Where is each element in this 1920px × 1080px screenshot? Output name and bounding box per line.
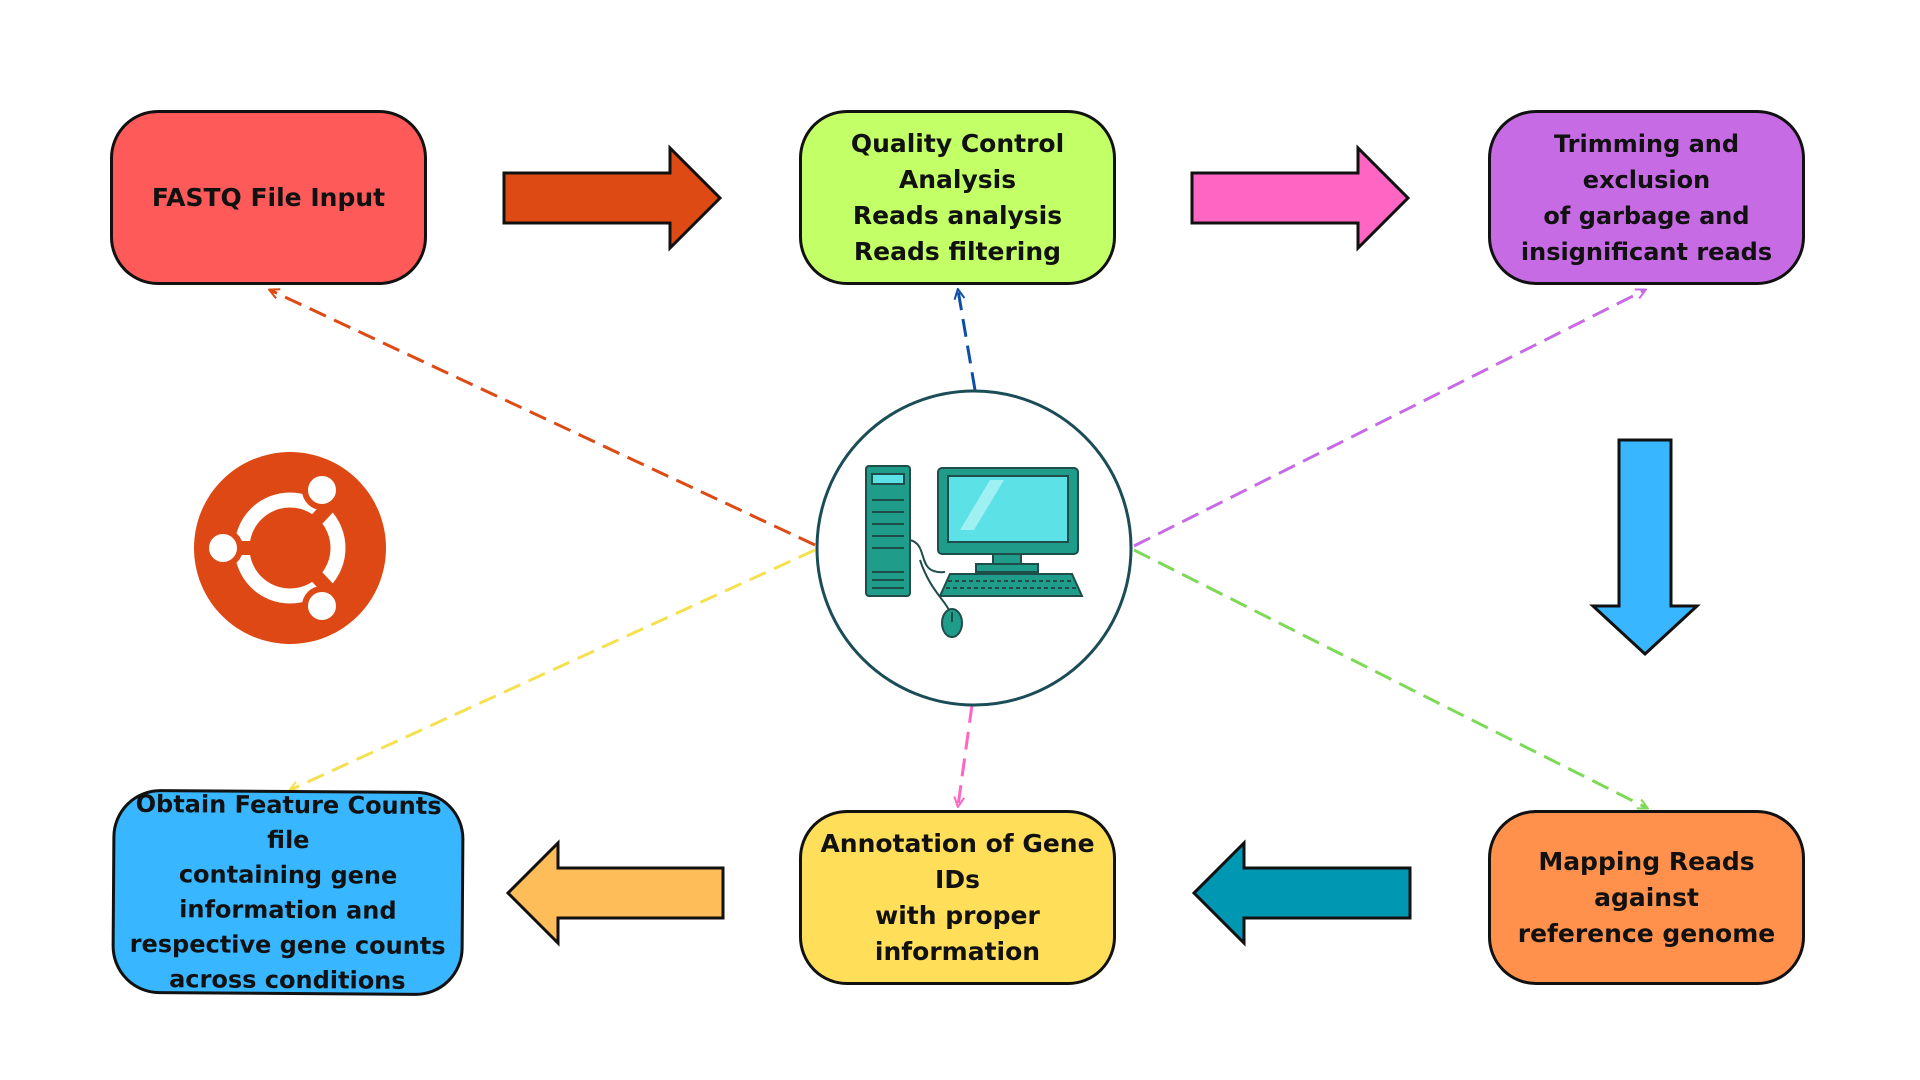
node-annot-label: Annotation of Gene IDs with proper infor…	[820, 828, 1095, 966]
flow-arrow-fastq-to-qc	[502, 144, 723, 252]
node-map-label: Mapping Reads against reference genome	[1517, 846, 1776, 948]
connector-hub-to-map	[1133, 548, 1647, 808]
node-counts-label: Obtain Feature Counts file containing ge…	[129, 789, 446, 995]
node-fastq-file-input: FASTQ File Input	[110, 110, 427, 285]
node-annotation: Annotation of Gene IDs with proper infor…	[799, 810, 1116, 985]
node-feature-counts: Obtain Feature Counts file containing ge…	[111, 788, 465, 997]
flow-arrow-trim-to-map	[1589, 438, 1701, 657]
node-qc-label: Quality Control Analysis Reads analysis …	[850, 128, 1065, 266]
node-quality-control: Quality Control Analysis Reads analysis …	[799, 110, 1116, 285]
central-computer-hub	[815, 389, 1133, 707]
node-trimming: Trimming and exclusion of garbage and in…	[1488, 110, 1805, 285]
flow-arrow-qc-to-trim	[1190, 144, 1411, 252]
connector-hub-to-qc	[958, 290, 977, 391]
ubuntu-logo-icon	[194, 452, 386, 644]
connector-hub-to-fastq	[270, 290, 816, 547]
connector-hub-to-trim	[1133, 290, 1645, 548]
flow-arrow-map-to-annot	[1191, 839, 1412, 947]
node-trim-label: Trimming and exclusion of garbage and in…	[1520, 129, 1773, 266]
connector-hub-to-counts	[290, 548, 816, 790]
node-fastq-label: FASTQ File Input	[151, 182, 386, 212]
flow-arrow-annot-to-counts	[505, 839, 725, 947]
node-mapping-reads: Mapping Reads against reference genome	[1488, 810, 1805, 985]
connector-hub-to-annot	[958, 704, 974, 806]
computer-icon	[865, 465, 1084, 638]
